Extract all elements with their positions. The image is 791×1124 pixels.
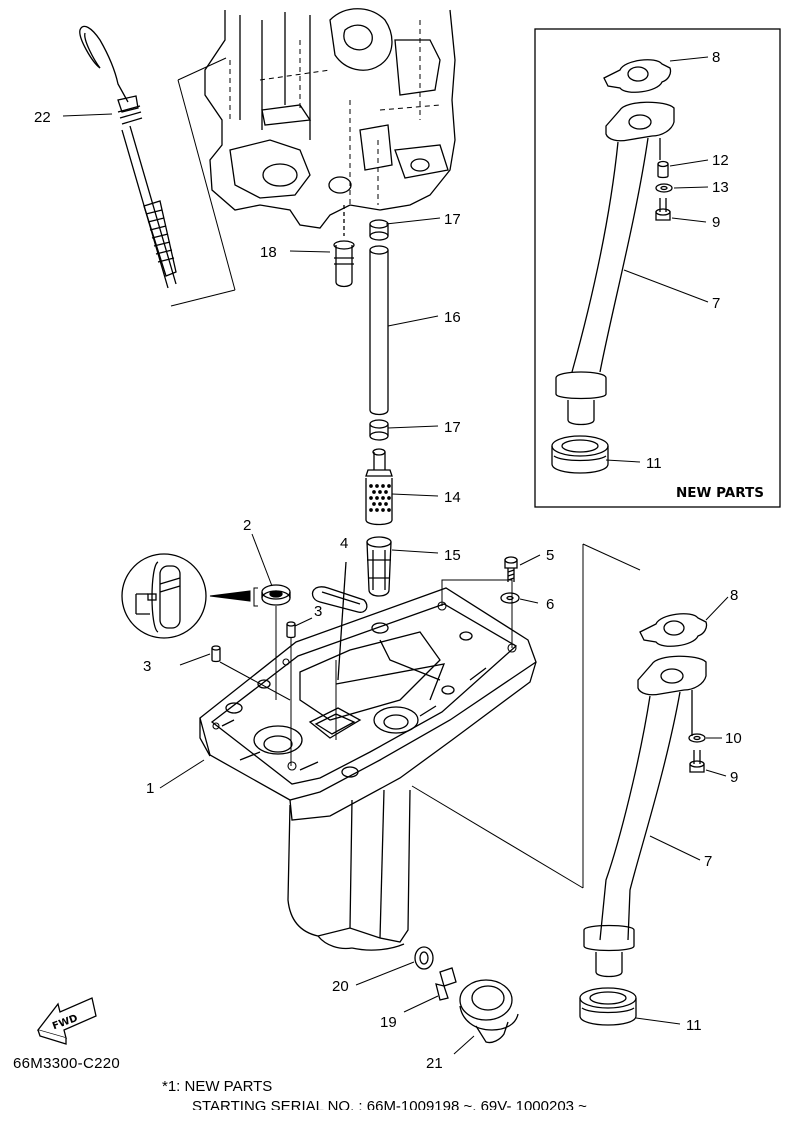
oil-seal-part-21 — [459, 979, 519, 1044]
bolt-part-5 — [504, 556, 518, 582]
dowel-pin-part-3 — [211, 621, 296, 663]
engine-block-outline — [204, 8, 456, 229]
label-part-3-upper: 3 — [314, 603, 322, 620]
washer-part-10 — [688, 733, 706, 743]
label-part-17-upper: 17 — [444, 211, 461, 228]
footnote-serial-numbers: STARTING SERIAL NO. : 66M-1009198 ~, 69V… — [192, 1098, 587, 1110]
exhaust-pipe-part-7-lower — [583, 655, 707, 978]
washer-part-6 — [500, 592, 520, 604]
exhaust-pipe-part-7-new — [555, 101, 675, 426]
label-part-18: 18 — [260, 244, 277, 261]
label-part-21: 21 — [426, 1055, 443, 1072]
assembly-lines-casing — [219, 543, 641, 889]
seal-part-17-lower — [369, 419, 389, 441]
label-part-4: 4 — [340, 535, 348, 552]
label-part-5: 5 — [546, 547, 554, 564]
new-parts-box — [534, 28, 781, 508]
label-part-7-new: 7 — [712, 295, 720, 312]
gasket-part-4 — [311, 561, 368, 681]
label-part-1: 1 — [146, 780, 154, 797]
pipe-part-16 — [369, 245, 389, 416]
label-part-11-lower: 11 — [686, 1017, 702, 1034]
bolt-part-9-new — [655, 198, 671, 221]
detail-inset-circle — [121, 553, 207, 639]
label-part-11-new: 11 — [646, 455, 662, 472]
fitting-part-18 — [333, 205, 355, 288]
label-part-7-lower: 7 — [704, 853, 712, 870]
label-part-22: 22 — [34, 109, 51, 126]
label-part-14: 14 — [444, 489, 461, 506]
dipstick-part-22 — [79, 25, 177, 289]
holder-part-15 — [366, 536, 392, 597]
rubber-seal-part-11-new — [551, 435, 609, 474]
casing-bolt-holes — [212, 601, 517, 771]
washer-part-13 — [655, 183, 673, 193]
label-part-16: 16 — [444, 309, 461, 326]
strainer-part-14 — [365, 448, 393, 526]
gasket-part-8-new — [603, 59, 672, 93]
label-part-10: 10 — [725, 730, 742, 747]
label-part-9-lower: 9 — [730, 769, 738, 786]
plug-part-19 — [435, 967, 457, 1001]
label-part-6: 6 — [546, 596, 554, 613]
gasket-part-20 — [414, 946, 434, 970]
new-parts-box-title: NEW PARTS — [676, 485, 764, 501]
label-part-2: 2 — [243, 517, 251, 534]
upper-casing-part-1 — [199, 587, 537, 821]
label-part-20: 20 — [332, 978, 349, 995]
label-part-17-lower: 17 — [444, 419, 461, 436]
inset-pointer — [209, 587, 258, 607]
label-part-8-new: 8 — [712, 49, 720, 66]
exhaust-guide-section — [287, 789, 411, 951]
label-part-3-lower: 3 — [143, 658, 151, 675]
bolt-part-9-lower — [689, 750, 705, 773]
engine-hidden-lines — [229, 20, 441, 205]
label-part-8-lower: 8 — [730, 587, 738, 604]
label-part-19: 19 — [380, 1014, 397, 1031]
forward-arrow-icon: FWD — [36, 997, 97, 1045]
collar-part-12 — [657, 160, 669, 179]
label-part-12: 12 — [712, 152, 729, 169]
leader-lines — [62, 56, 729, 1055]
label-part-13: 13 — [712, 179, 729, 196]
seal-part-2 — [261, 584, 291, 700]
diagram-code: 66M3300-C220 — [13, 1055, 121, 1072]
seal-part-17-upper — [369, 219, 389, 241]
footnote-new-parts: *1: NEW PARTS — [162, 1078, 273, 1095]
label-part-9-new: 9 — [712, 214, 720, 231]
rubber-seal-part-11-lower — [579, 987, 637, 1026]
part-number-labels: 22 18 17 16 17 14 15 2 4 3 3 1 5 6 8 10 … — [34, 49, 764, 1072]
label-part-15: 15 — [444, 547, 461, 564]
gasket-part-8-lower — [639, 613, 708, 647]
dipstick-guide-lines — [170, 57, 236, 307]
